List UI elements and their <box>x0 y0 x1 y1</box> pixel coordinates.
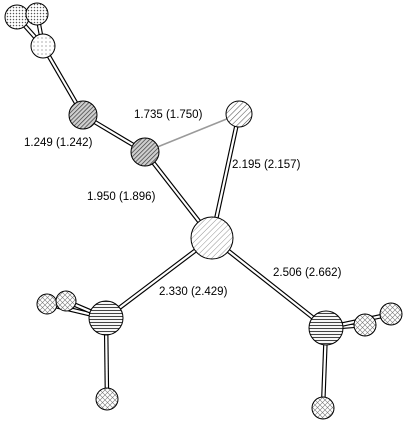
atom-carbon <box>68 100 98 130</box>
bond-length-label-c-metal: 1.950 (1.896) <box>87 191 156 203</box>
atom-hydrogen <box>4 4 30 30</box>
atom-group <box>4 2 403 420</box>
atom-oxygen <box>30 33 56 59</box>
atom-halogen <box>225 100 253 128</box>
atom-hydrogen <box>95 387 119 411</box>
atom-hydrogen <box>311 396 335 420</box>
atom-hydrogen <box>36 293 58 315</box>
bond-length-label-c-x: 1.735 (1.750) <box>134 109 203 121</box>
bond-length-label-x-metal: 2.195 (2.157) <box>232 159 301 171</box>
atom-hydrogen <box>25 2 49 26</box>
bond-length-label-metal-n-left: 2.330 (2.429) <box>159 286 228 298</box>
atom-nitrogen <box>308 310 344 346</box>
atom-hydrogen <box>353 313 377 337</box>
atom-metal <box>190 216 234 260</box>
bond-metal-n-right <box>210 236 328 330</box>
bond-group <box>15 13 392 409</box>
bond-labels: 1.249 (1.242) 1.735 (1.750) 2.195 (2.157… <box>24 109 342 298</box>
atom-carbon <box>130 137 160 167</box>
bond-metal-n-left <box>104 236 214 320</box>
bond-length-label-c-o: 1.249 (1.242) <box>24 137 93 149</box>
atom-nitrogen <box>88 300 124 336</box>
atom-hydrogen <box>379 302 403 326</box>
bond-length-label-metal-n-right: 2.506 (2.662) <box>273 267 342 279</box>
bond-c-x-weak <box>144 113 240 153</box>
atom-hydrogen <box>55 290 77 312</box>
